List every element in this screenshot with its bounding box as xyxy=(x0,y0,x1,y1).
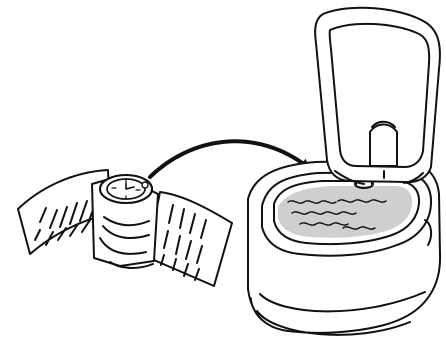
watch-icon xyxy=(98,173,154,205)
curved-arrow-icon xyxy=(148,139,311,179)
open-lid-icon xyxy=(314,6,441,185)
left-strap-holes xyxy=(34,197,107,246)
watch-strap-icon xyxy=(17,169,233,287)
ultrasonic-cleaner-icon xyxy=(247,156,442,336)
water-waves xyxy=(287,199,387,230)
right-strap-holes xyxy=(160,204,207,281)
